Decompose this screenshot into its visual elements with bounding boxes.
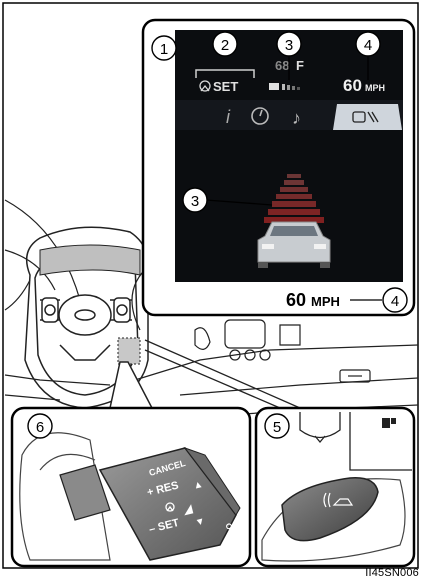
tab-strip: i ♪ — [175, 100, 403, 130]
current-speed-value: 60 — [286, 290, 306, 310]
callout-3-top: 3 — [285, 37, 293, 54]
music-icon: ♪ — [292, 108, 301, 128]
callout-4-bottom: 4 — [391, 293, 399, 310]
set-speed-unit: MPH — [365, 83, 385, 93]
current-speed-unit: MPH — [311, 294, 340, 309]
temperature-value: 68 — [275, 58, 289, 73]
lever-inset: CANCEL + RES ▲ ◢ – SET ▼ ON-OFF 6 — [12, 408, 250, 566]
active-tab — [333, 104, 402, 130]
callout-4-top: 4 — [364, 37, 372, 54]
cluster-hood — [40, 245, 140, 275]
callout-5: 5 — [273, 419, 281, 436]
center-console — [195, 320, 370, 382]
set-label: SET — [213, 79, 238, 94]
vehicle-icon — [258, 222, 330, 268]
callout-3-side: 3 — [191, 193, 199, 210]
callout-2: 2 — [221, 37, 229, 54]
display-inset: SET 68 F 60 MPH i ♪ — [143, 20, 414, 315]
figure-code: II45SN006 — [365, 567, 419, 579]
set-speed-value: 60 — [343, 76, 362, 95]
callout-1: 1 — [160, 41, 168, 58]
temperature-unit: F — [296, 58, 304, 73]
callout-6: 6 — [36, 419, 44, 436]
button-inset: 5 — [256, 408, 414, 566]
lever-location-highlight — [118, 338, 140, 364]
